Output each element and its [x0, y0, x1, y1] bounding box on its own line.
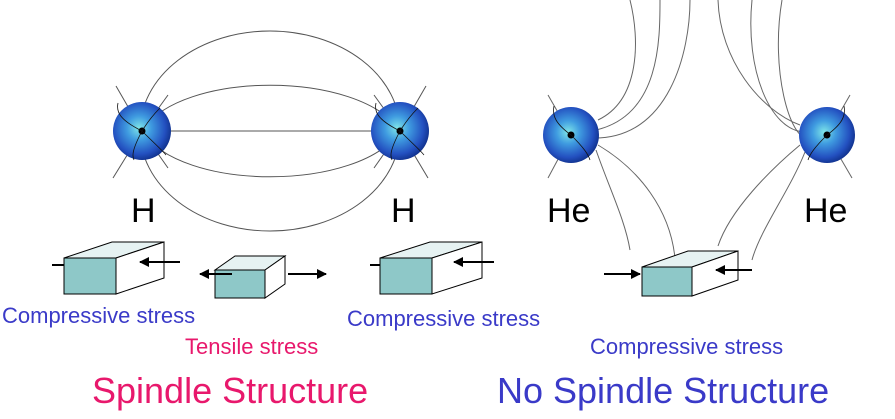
field-line [750, 0, 805, 133]
atom-inner-lines [375, 102, 425, 161]
title-spindle-structure: Spindle Structure [92, 370, 368, 411]
compressive-box-right [379, 241, 483, 295]
title-no-spindle-structure: No Spindle Structure [497, 370, 829, 411]
stress-label-compressive-he: Compressive stress [590, 334, 783, 359]
atom-label-h-right: H [391, 192, 416, 230]
field-line [595, 149, 631, 251]
field-line [717, 0, 801, 126]
field-line [591, 0, 691, 139]
compressive-box-left [63, 241, 165, 295]
tensile-box [213, 255, 287, 299]
field-line [751, 151, 806, 261]
atom-label-h-left: H [131, 192, 156, 230]
atom-inner-lines [553, 105, 591, 161]
stress-label-compressive-right: Compressive stress [347, 306, 540, 331]
atom-label-he-left: He [547, 192, 590, 230]
upper-field-line [141, 84, 401, 132]
stress-label-tensile: Tensile stress [185, 334, 318, 359]
stress-label-compressive-left: Compressive stress [2, 303, 195, 328]
field-line [597, 0, 636, 121]
field-line [597, 144, 676, 259]
field-line [777, 0, 809, 139]
field-line [595, 0, 661, 131]
atom-label-he-right: He [804, 192, 847, 230]
lower-field-line [141, 130, 401, 178]
atom-inner-lines [117, 102, 167, 161]
compressive-box-he [641, 250, 739, 297]
atom-inner-lines [807, 105, 845, 161]
field-line [717, 144, 801, 247]
